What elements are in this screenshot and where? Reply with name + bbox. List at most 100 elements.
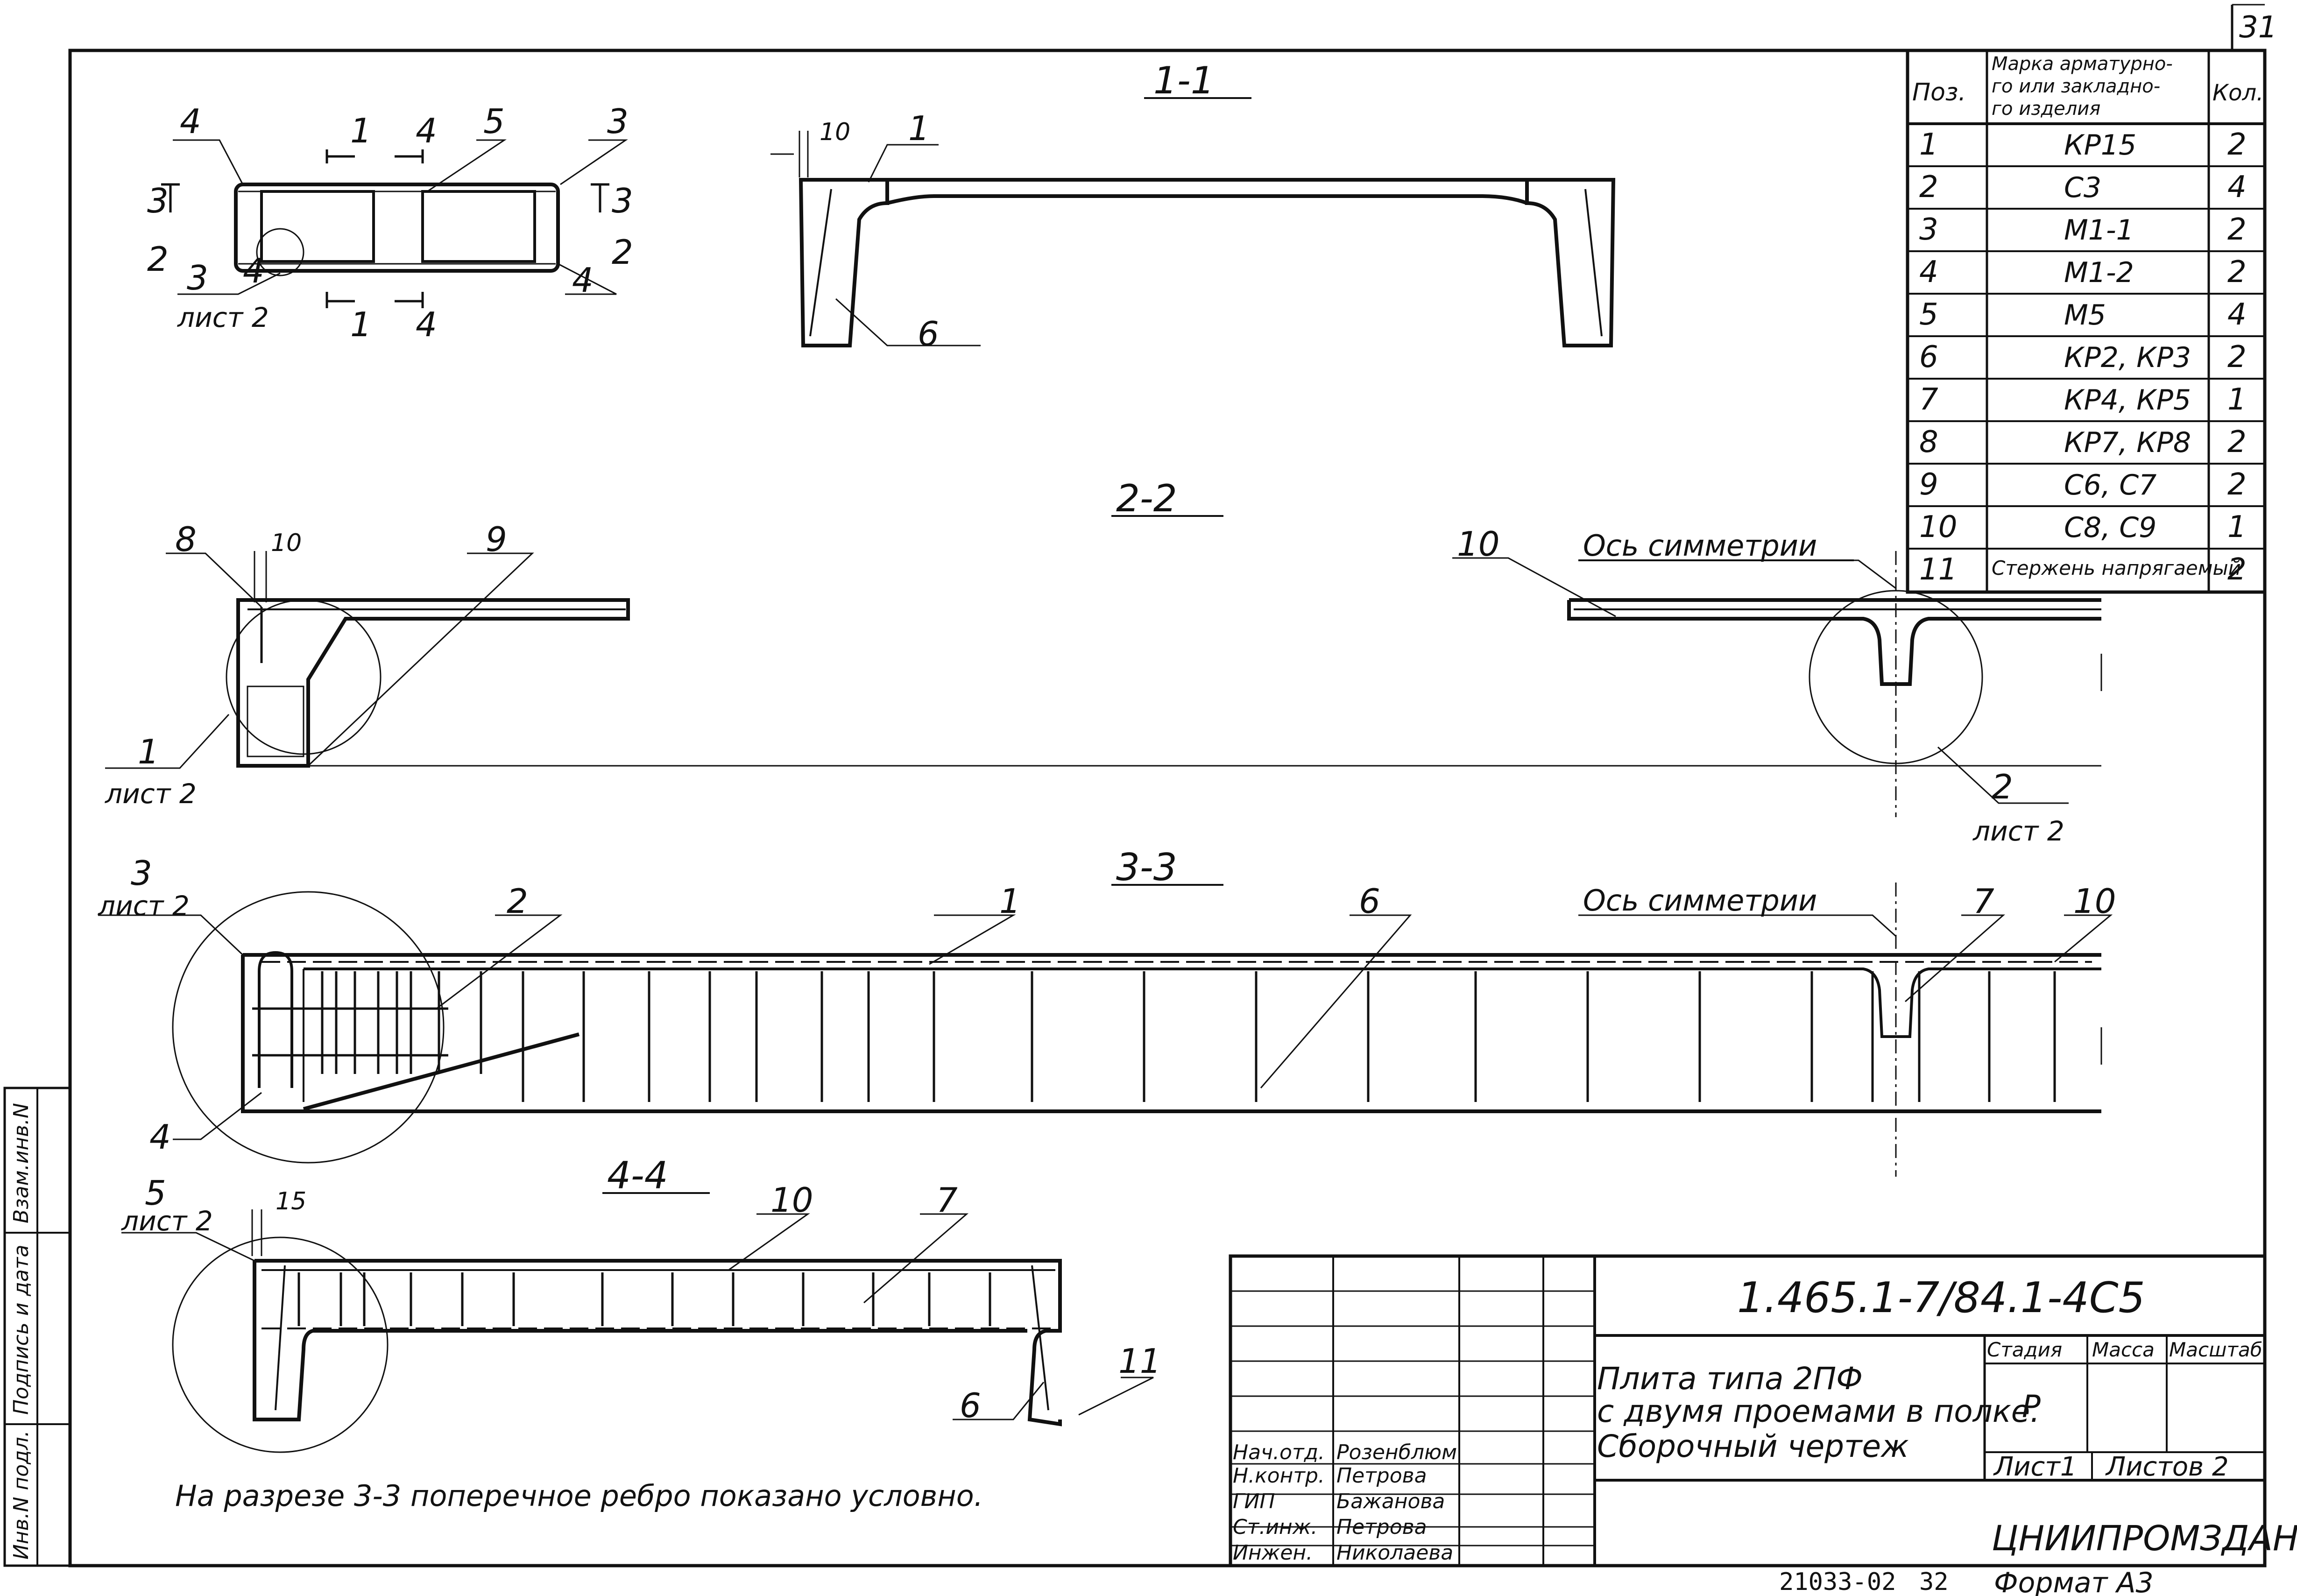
drawing-note: На разрезе 3-3 поперечное ребро показано… [175, 1479, 983, 1513]
spec-header-pos: Поз. [1912, 78, 1966, 106]
spec-row-qty: 2 [2227, 425, 2247, 459]
plan-label-5: 5 [483, 102, 505, 141]
plan-label-4c: 4 [243, 251, 264, 290]
section-3-3: 3-3 2 1 6 7 10 4 Ось симметрии 3 лист 2 [98, 846, 2116, 1177]
s44-label-7: 7 [936, 1180, 958, 1220]
title-scale-header: Масштаб [2169, 1338, 2262, 1361]
plan-label-3c: 3 [147, 181, 169, 220]
spec-row-mark: С3 [2064, 171, 2101, 204]
sheet-frame: 31 [68, 4, 2277, 1568]
spec-row-mark: КР4, КР5 [2064, 384, 2191, 417]
title-sheets: Листов 2 [2105, 1452, 2229, 1482]
s33-label-10: 10 [2073, 882, 2116, 921]
spec-row-pos: 7 [1919, 382, 1938, 417]
footer-page: 32 [1919, 1568, 1949, 1596]
spec-row-pos: 5 [1919, 297, 1938, 332]
footer-format: Формат А3 [1994, 1567, 2154, 1596]
spec-row-mark: М1-1 [2064, 214, 2134, 247]
title-org: ЦНИИПРОМЗДАНИЙ [1992, 1518, 2297, 1559]
side-stamp-sign: Подпись и дата [9, 1245, 33, 1415]
spec-row-pos: 3 [1919, 212, 1938, 247]
title-desc-3: Сборочный чертеж [1597, 1428, 1909, 1464]
title-mass-header: Масса [2092, 1338, 2155, 1361]
spec-row-mark: Стержень напрягаемый [1992, 557, 2241, 579]
plan-sheet-ref: лист 2 [177, 302, 269, 333]
s33-callout-left-sheet: лист 2 [98, 890, 190, 922]
title-sheet: Лист1 [1993, 1452, 2077, 1482]
spec-row-pos: 4 [1919, 255, 1938, 290]
plan-label-1b: 1 [350, 305, 372, 344]
s22-label-9: 9 [486, 520, 507, 559]
plan-label-3d: 3 [187, 258, 208, 297]
spec-row-pos: 10 [1919, 510, 1957, 544]
spec-header-mark: Марка арматурно- го или закладно- го изд… [1992, 53, 2179, 120]
s44-label-6: 6 [960, 1386, 981, 1425]
s22-callout-left-num: 1 [138, 732, 159, 771]
side-stamp-replace: Взам.инв.N [9, 1103, 33, 1223]
section-4-4: 4-4 15 10 7 6 11 5 лист 2 [121, 1154, 1161, 1453]
spec-row-qty: 2 [2227, 340, 2247, 374]
s11-label-10: 10 [820, 118, 850, 146]
s22-label-10b: 10 [1457, 524, 1500, 564]
s33-label-7: 7 [1973, 882, 1994, 921]
signature-role: Нач.отд. [1233, 1441, 1325, 1464]
title-stage: Р [2022, 1389, 2041, 1425]
signature-name: Петрова [1336, 1515, 1427, 1539]
spec-row-mark: КР7, КР8 [2064, 426, 2191, 459]
plan-label-3b: 3 [612, 181, 633, 220]
plan-label-2a: 2 [147, 240, 169, 279]
signature-name: Бажанова [1336, 1490, 1445, 1513]
s22-label-8: 8 [175, 520, 197, 559]
s33-callout-left-num: 3 [131, 854, 152, 893]
title-stage-header: Стадия [1987, 1338, 2062, 1361]
side-stamp: Инв.N подл. Подпись и дата Взам.инв.N [3, 1087, 71, 1567]
s44-label-15: 15 [276, 1187, 306, 1215]
section-2-2-title: 2-2 [1116, 477, 1177, 520]
spec-row-pos: 8 [1919, 425, 1938, 459]
plan-label-4d: 4 [572, 261, 594, 300]
side-stamp-inv: Инв.N подл. [9, 1430, 33, 1560]
spec-row-mark: М1-2 [2064, 256, 2134, 289]
spec-header-qty: Кол. [2212, 80, 2263, 106]
s33-label-4: 4 [149, 1117, 171, 1157]
signature-role: Ст.инж. [1233, 1515, 1317, 1539]
spec-row-qty: 2 [2227, 552, 2247, 587]
spec-row-pos: 11 [1919, 552, 1957, 587]
section-1-1: 1-1 10 1 6 [770, 59, 1616, 353]
spec-row-qty: 1 [2227, 510, 2247, 544]
title-desc-2: с двумя проемами в полке. [1597, 1393, 2040, 1429]
s22-axis-label: Ось симметрии [1583, 529, 1817, 563]
footer-doc-no: 21033-02 [1779, 1568, 1896, 1596]
s44-callout-left-num: 5 [145, 1173, 166, 1213]
signature-role: Инжен. [1233, 1541, 1313, 1565]
spec-row-mark: С6, С7 [2064, 469, 2156, 501]
spec-row-qty: 2 [2227, 212, 2247, 247]
spec-row-pos: 9 [1919, 467, 1938, 502]
section-3-3-title: 3-3 [1116, 846, 1177, 889]
s33-label-1: 1 [999, 882, 1021, 921]
spec-row-mark: С8, С9 [2064, 511, 2156, 544]
s44-callout-left-sheet: лист 2 [121, 1205, 213, 1237]
s22-callout-left-sheet: лист 2 [105, 778, 197, 810]
s22-callout-right-num: 2 [1992, 767, 2013, 806]
section-1-1-title: 1-1 [1153, 59, 1215, 102]
spec-row-pos: 1 [1919, 127, 1938, 162]
spec-row-mark: КР2, КР3 [2064, 341, 2191, 374]
plan-label-4a: 4 [180, 102, 201, 141]
s44-label-10: 10 [770, 1180, 813, 1220]
section-4-4-title: 4-4 [607, 1154, 668, 1197]
title-desc-1: Плита типа 2ПФ [1597, 1361, 1863, 1397]
spec-row-qty: 2 [2227, 467, 2247, 502]
s11-label-1: 1 [908, 109, 930, 148]
plan-label-4e: 4 [416, 305, 437, 344]
spec-row-qty: 1 [2227, 382, 2247, 417]
spec-row-pos: 6 [1919, 340, 1938, 374]
spec-row-pos: 2 [1919, 170, 1938, 205]
spec-row-mark: КР15 [2064, 129, 2136, 162]
signature-name: Розенблюм [1336, 1441, 1457, 1464]
title-code: 1.465.1-7/84.1-4С5 [1737, 1273, 2145, 1322]
s33-axis-label: Ось симметрии [1583, 883, 1817, 918]
signature-role: ГИП [1233, 1490, 1275, 1513]
